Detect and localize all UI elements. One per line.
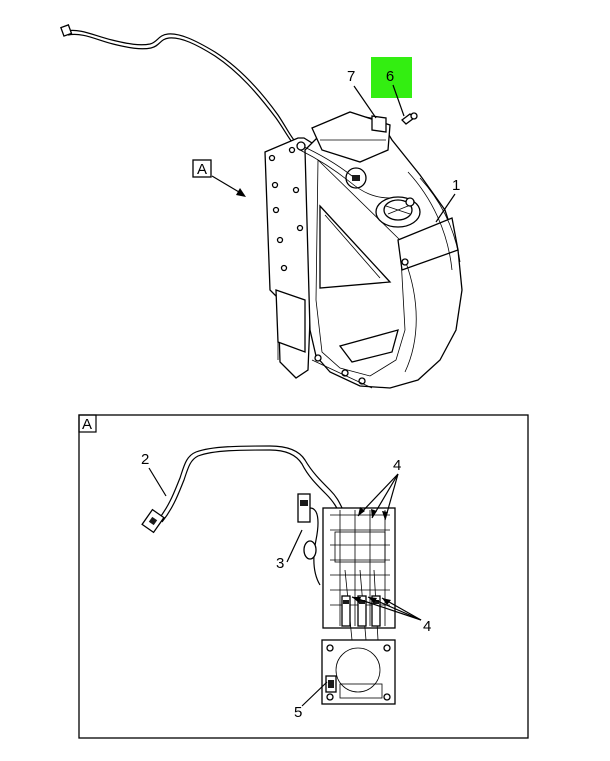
triangular-cutout	[319, 204, 392, 289]
lower-tab	[275, 289, 306, 353]
callout-4-top: 4	[357, 457, 401, 521]
svg-text:2: 2	[141, 451, 149, 468]
svg-text:3: 3	[276, 555, 284, 572]
svg-text:4: 4	[393, 457, 401, 474]
part-7-clip	[371, 115, 387, 133]
sensor-module	[375, 196, 421, 228]
detail-harness-cable	[157, 445, 345, 521]
svg-text:6: 6	[386, 68, 394, 85]
detail-harness-connector	[141, 508, 165, 534]
callout-5: 5	[294, 681, 328, 721]
lower-cutout	[338, 329, 399, 363]
detail-label-box	[78, 414, 97, 433]
view-a-label-box	[192, 159, 212, 178]
top-bracket	[311, 111, 391, 163]
callout-7: 7	[347, 68, 377, 119]
callout-1: 1	[435, 177, 460, 223]
svg-text:7: 7	[347, 68, 355, 85]
svg-text:1: 1	[452, 177, 460, 194]
detail-frame	[78, 414, 529, 739]
harness-connector	[60, 24, 73, 37]
detail-reel	[321, 507, 396, 705]
callout-3: 3	[276, 529, 303, 572]
callout-4-bottom: 4	[351, 596, 431, 635]
callout-6[interactable]: 6	[371, 57, 412, 117]
highlight-box	[371, 57, 412, 98]
detail-label: A	[82, 416, 92, 433]
svg-text:5: 5	[294, 704, 302, 721]
view-a-indicator: A	[192, 159, 246, 197]
svg-text:4: 4	[423, 618, 431, 635]
detail-sensor-3	[297, 493, 321, 586]
detail-view-a: A	[78, 414, 529, 739]
main-assembly	[60, 24, 463, 389]
harness-cable	[65, 29, 301, 147]
view-a-label: A	[197, 161, 207, 178]
callout-2: 2	[141, 451, 167, 497]
